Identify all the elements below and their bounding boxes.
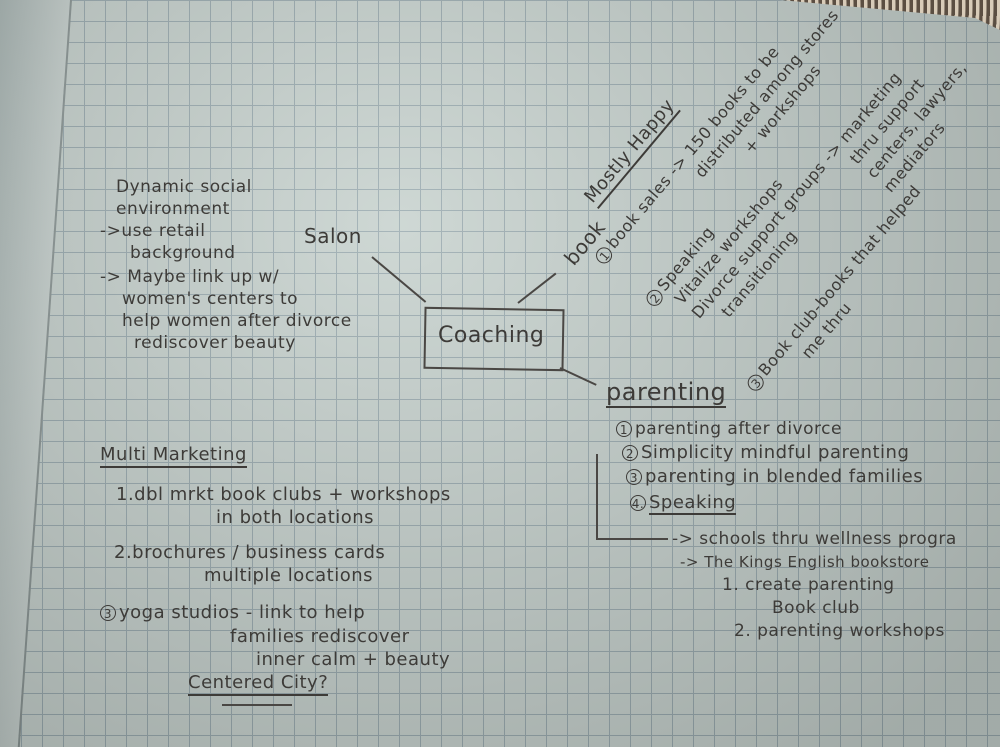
parenting-sub: Book club <box>772 598 860 618</box>
multi-marketing-title: Multi Marketing <box>100 444 247 468</box>
salon-note: environment <box>116 199 230 219</box>
salon-label: Salon <box>304 224 362 248</box>
marketing-item: inner calm + beauty <box>256 649 451 670</box>
salon-note: rediscover beauty <box>134 333 296 353</box>
salon-note: help women after divorce <box>122 311 352 331</box>
parenting-sub: -> schools thru wellness progra <box>672 529 957 549</box>
parenting-item-4: 4.Speaking <box>630 492 737 515</box>
parenting-sub: 2. parenting workshops <box>734 621 945 641</box>
marketing-item: in both locations <box>216 507 375 528</box>
parenting-label: parenting <box>606 378 727 408</box>
arrow-connector <box>596 454 668 540</box>
marketing-item: families rediscover <box>230 626 410 647</box>
salon-note: -> Maybe link up w/ <box>100 267 280 287</box>
salon-note: women's centers to <box>122 289 299 309</box>
marketing-item: 1.dbl mrkt book clubs + workshops <box>116 484 451 505</box>
salon-note: Dynamic social <box>116 177 252 197</box>
marketing-item: Centered City? <box>188 672 329 696</box>
salon-note: ->use retail <box>100 221 206 241</box>
parenting-sub: -> The Kings English bookstore <box>680 553 930 571</box>
center-node: Coaching <box>438 323 545 348</box>
salon-note: background <box>130 243 236 263</box>
marketing-item: multiple locations <box>204 565 374 586</box>
parenting-sub: 1. create parenting <box>722 575 895 595</box>
underline <box>222 704 292 706</box>
marketing-item: 2.brochures / business cards <box>114 542 386 563</box>
